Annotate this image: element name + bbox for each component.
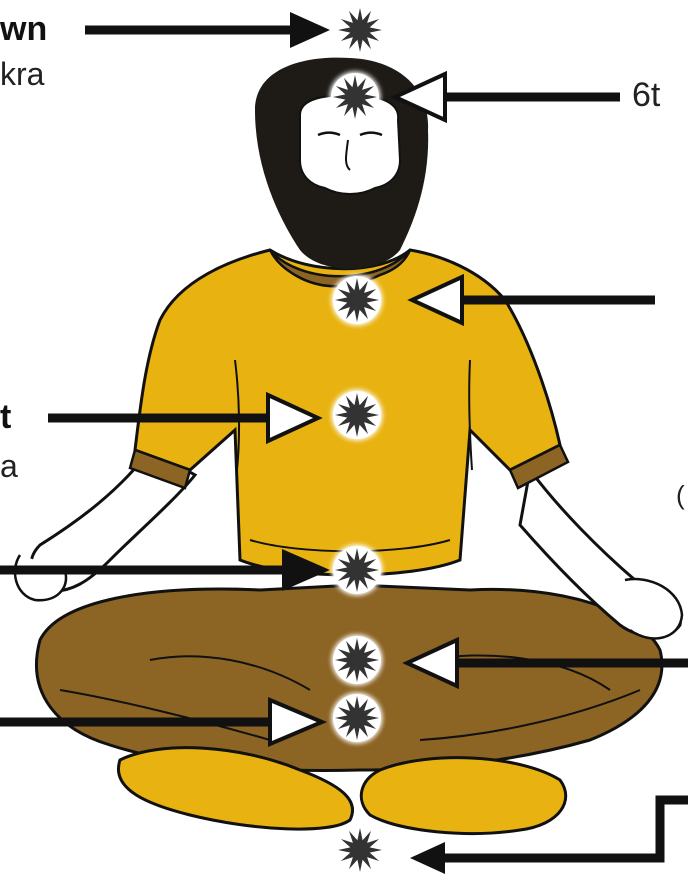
heart-sublabel: a	[0, 450, 18, 482]
crown-label: wn	[0, 12, 47, 46]
paren-label: (	[676, 482, 685, 508]
crown-sublabel: kra	[0, 58, 44, 90]
chakra-star-earth-star	[336, 826, 384, 874]
chakra-star-sacral	[333, 636, 381, 684]
chakra-star-throat	[333, 276, 381, 324]
chakra-star-root	[333, 694, 381, 742]
chakra-star-heart	[333, 391, 381, 439]
chakra-star-third-eye	[331, 73, 379, 121]
chakra-star-crown	[336, 6, 384, 54]
sixth-label: 6t	[632, 78, 660, 112]
chakra-star-solar-plexus	[333, 546, 381, 594]
heart-label: t	[0, 400, 11, 434]
